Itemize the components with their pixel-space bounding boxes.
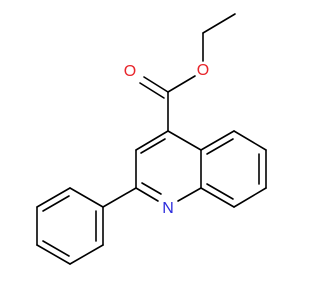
bond-carbonyl-b bbox=[139, 82, 165, 99]
bond-c8-c8a-b bbox=[206, 183, 234, 200]
bond-c2-phenyl bbox=[102, 187, 137, 208]
ring-nitrogen-label: N bbox=[162, 200, 174, 217]
ester-oxygen-label: O bbox=[197, 62, 209, 79]
molecule-structure: O O N bbox=[36, 13, 267, 265]
bond-n-c8a bbox=[177, 187, 202, 202]
bond-ethyl-terminal bbox=[202, 13, 236, 34]
bond-c4a-c5-b bbox=[206, 138, 234, 155]
bond-c4-c3-a bbox=[135, 130, 169, 151]
bond-phenyl-3b bbox=[42, 240, 70, 257]
bond-phenyl-6 bbox=[69, 187, 104, 208]
bond-c4a-c4 bbox=[167, 130, 202, 151]
bond-phenyl-2 bbox=[69, 244, 104, 265]
bond-c7-c8 bbox=[233, 187, 267, 208]
bond-c2-n-b bbox=[141, 182, 162, 195]
bond-ester-o-carbonyl bbox=[167, 75, 196, 93]
bond-phenyl-5 bbox=[36, 187, 71, 208]
bond-c5-c6 bbox=[233, 130, 267, 151]
bond-c2-n-a bbox=[135, 187, 159, 202]
bond-phenyl-5b bbox=[42, 195, 70, 212]
molecule-canvas: O O N bbox=[36, 13, 267, 265]
bond-set bbox=[36, 13, 267, 265]
bond-phenyl-3 bbox=[36, 244, 71, 265]
bond-carbonyl-a bbox=[143, 76, 169, 93]
bond-c4-c3-b bbox=[140, 138, 166, 154]
carbonyl-oxygen-label: O bbox=[124, 63, 136, 80]
bond-c4a-c5-a bbox=[200, 130, 235, 151]
bond-c8-c8a-a bbox=[200, 187, 235, 208]
